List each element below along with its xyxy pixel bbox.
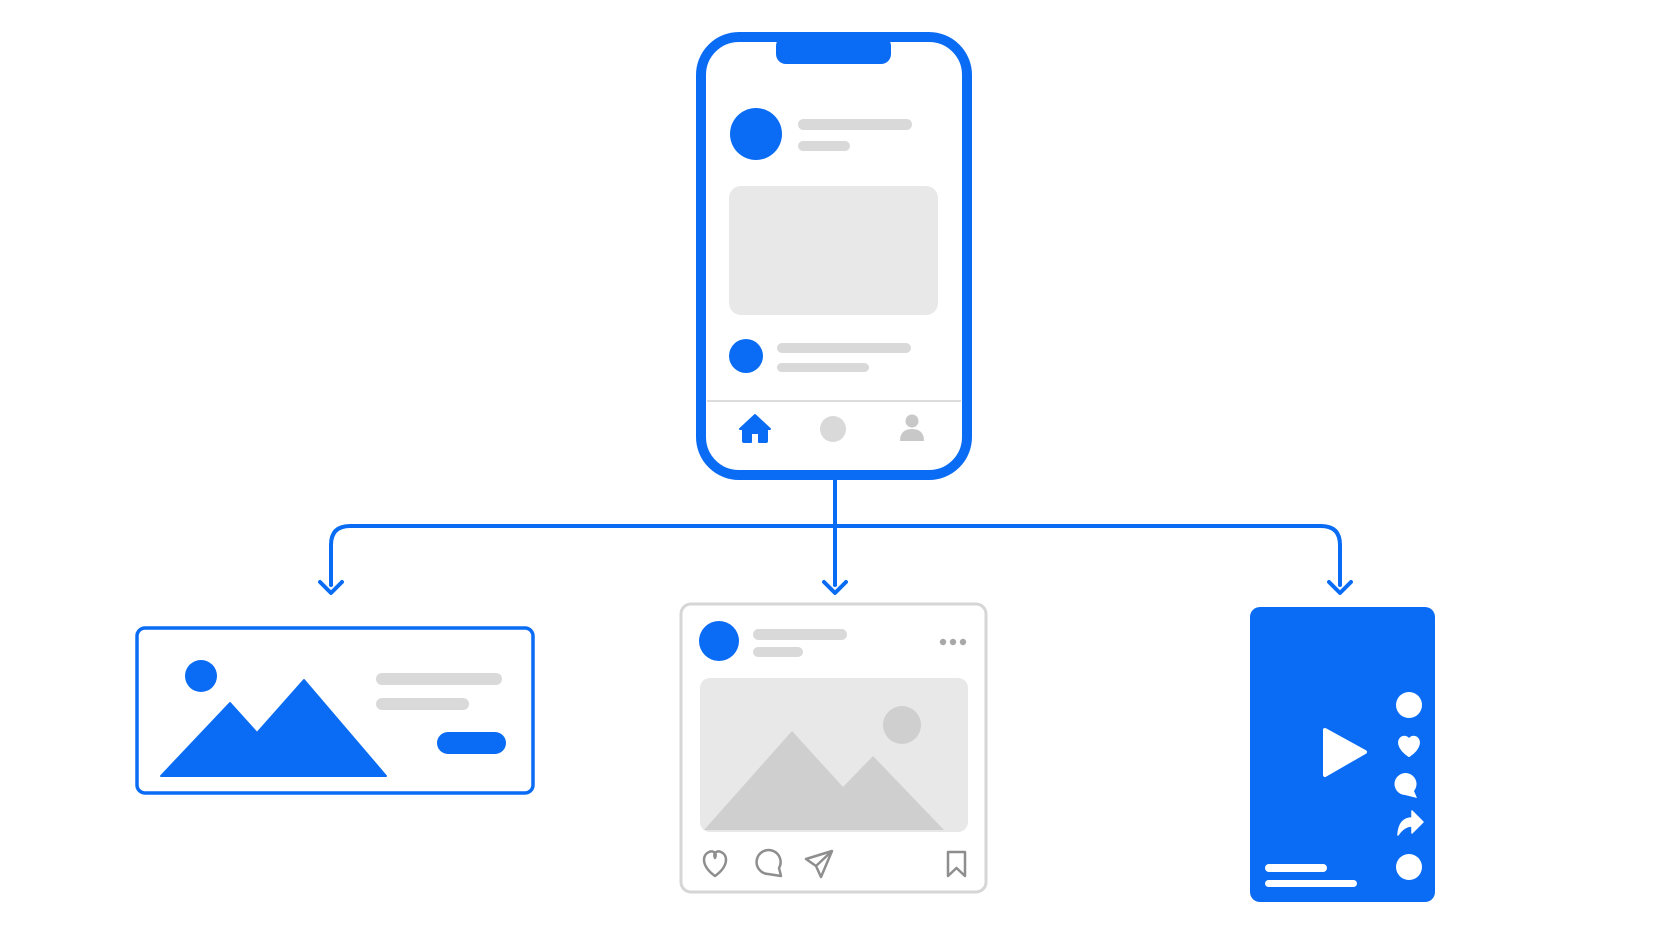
arrowhead-right (1327, 580, 1353, 595)
avatar (729, 339, 763, 373)
subtitle-placeholder-bar (798, 141, 850, 151)
sound-disc-dot[interactable] (1396, 854, 1422, 880)
caption-placeholder-bar (1265, 864, 1327, 872)
media-placeholder (729, 186, 938, 315)
connector-branch-right (833, 524, 1342, 587)
story-video-card (1250, 607, 1435, 902)
bookmark-icon[interactable] (946, 850, 967, 878)
avatar (730, 108, 782, 160)
name-placeholder-bar (798, 119, 912, 130)
connector-lines (318, 478, 1353, 595)
image-sun-dot (883, 706, 921, 744)
phone-feed-mockup (696, 32, 972, 480)
share-icon[interactable] (1397, 810, 1424, 836)
profile-icon[interactable] (900, 414, 924, 442)
comment-icon[interactable] (755, 848, 783, 878)
subtitle-placeholder-bar (777, 363, 869, 372)
creator-avatar-dot[interactable] (1396, 692, 1422, 718)
caption-placeholder-bar (1265, 880, 1357, 887)
arrowhead-center (822, 580, 848, 595)
sun-dot (185, 660, 217, 692)
name-placeholder-bar (777, 343, 911, 353)
more-dots-icon[interactable] (939, 638, 967, 646)
feed-post-card (679, 602, 988, 894)
headline-placeholder-bar (376, 673, 502, 685)
heart-icon[interactable] (702, 850, 728, 878)
heart-icon[interactable] (1398, 735, 1420, 757)
phone-notch (776, 36, 891, 64)
cta-button[interactable] (437, 732, 506, 754)
subtitle-placeholder-bar (753, 647, 803, 657)
home-icon[interactable] (739, 414, 771, 443)
banner-ad-card (135, 626, 535, 795)
play-icon[interactable] (1323, 728, 1367, 777)
text-placeholder-bar (376, 698, 469, 710)
arrowhead-left (318, 580, 344, 595)
comment-icon[interactable] (1394, 773, 1417, 798)
avatar (699, 621, 739, 661)
send-icon[interactable] (804, 849, 834, 879)
mountain-image-icon (160, 679, 387, 777)
name-placeholder-bar (753, 629, 847, 640)
connector-branch-left (329, 524, 837, 587)
search-dot-icon[interactable] (820, 416, 846, 442)
image-mountains (704, 731, 944, 830)
